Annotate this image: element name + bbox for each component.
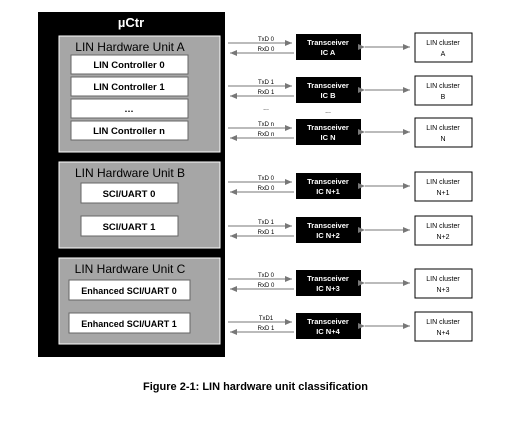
transceiver-line-2: IC B — [321, 91, 337, 100]
cluster-box — [414, 117, 473, 148]
rxd-label: RxD n — [258, 132, 275, 138]
unit-b-item-1 — [80, 215, 179, 237]
channel-ellipsis-left: ... — [263, 105, 269, 112]
mcu-title: µCtr — [118, 15, 144, 30]
transceiver-box — [296, 34, 361, 60]
transceiver-line-2: IC N — [321, 133, 336, 142]
rxd-label: RxD 0 — [258, 186, 275, 192]
rxd-label: RxD 1 — [258, 230, 275, 236]
cluster-line-2: N+3 — [436, 287, 449, 294]
txd-label: TxD 0 — [258, 273, 275, 279]
txd-label: TxD 0 — [258, 176, 275, 182]
cluster-line-2: B — [441, 94, 446, 101]
transceiver-box — [296, 313, 361, 339]
unit-a-title: LIN Hardware Unit A — [75, 40, 184, 54]
transceiver-box — [296, 173, 361, 199]
transceiver-line-1: Transceiver — [307, 177, 349, 186]
txd-label: TxD n — [258, 122, 274, 128]
channel-ellipsis-right: ... — [325, 108, 331, 115]
channel-row-5: TxD 0 RxD 0 Transceiver IC N+3 LIN clust… — [228, 268, 473, 299]
channel-row-2: TxD n RxD n Transceiver IC N LIN cluster… — [228, 117, 473, 148]
unit-a-item-2 — [70, 98, 189, 119]
cluster-box — [414, 75, 473, 106]
rxd-label: RxD 0 — [258, 283, 275, 289]
channel-row-1: TxD 1 RxD 1 Transceiver IC B LIN cluster… — [228, 75, 473, 106]
transceiver-line-2: IC N+4 — [316, 327, 340, 336]
rxd-label: RxD 0 — [258, 47, 275, 53]
txd-label: TxD 1 — [258, 80, 275, 86]
cluster-line-2: N+2 — [436, 234, 449, 241]
channel-row-4: TxD 1 RxD 1 Transceiver IC N+2 LIN clust… — [228, 215, 473, 246]
transceiver-line-1: Transceiver — [307, 274, 349, 283]
unit-a-item-2-label: … — [124, 104, 134, 115]
unit-a-item-1-label: LIN Controller 1 — [93, 82, 165, 93]
cluster-box — [414, 268, 473, 299]
cluster-line-1: LIN cluster — [426, 125, 460, 132]
cluster-line-1: LIN cluster — [426, 179, 460, 186]
transceiver-line-1: Transceiver — [307, 123, 349, 132]
unit-a-item-3 — [70, 120, 189, 141]
cluster-box — [414, 215, 473, 246]
unit-c-title: LIN Hardware Unit C — [75, 262, 186, 276]
txd-label: TxD 1 — [258, 220, 275, 226]
hardware-unit-b: LIN Hardware Unit B SCI/UART 0 SCI/UART … — [58, 161, 221, 249]
transceiver-line-2: IC A — [321, 48, 336, 57]
unit-c-item-0 — [68, 279, 191, 301]
channel-row-0: TxD 0 RxD 0 Transceiver IC A LIN cluster… — [228, 32, 473, 63]
cluster-line-1: LIN cluster — [426, 276, 460, 283]
txd-label: TxD 0 — [258, 37, 275, 43]
unit-a-item-0-label: LIN Controller 0 — [93, 60, 164, 71]
transceiver-line-1: Transceiver — [307, 38, 349, 47]
unit-a-item-0 — [70, 54, 189, 75]
cluster-line-1: LIN cluster — [426, 223, 460, 230]
channel-row-3: TxD 0 RxD 0 Transceiver IC N+1 LIN clust… — [228, 171, 473, 202]
transceiver-box — [296, 77, 361, 103]
transceiver-line-2: IC N+3 — [316, 284, 340, 293]
unit-c-item-1-label: Enhanced SCI/UART 1 — [81, 319, 177, 329]
cluster-line-1: LIN cluster — [426, 40, 460, 47]
unit-c-item-0-label: Enhanced SCI/UART 0 — [81, 286, 177, 296]
unit-a-item-3-label: LIN Controller n — [93, 126, 165, 137]
txd-label: TxD1 — [259, 316, 274, 322]
cluster-box — [414, 311, 473, 342]
unit-b-item-0 — [80, 182, 179, 204]
transceiver-line-2: IC N+1 — [316, 187, 340, 196]
transceiver-box — [296, 217, 361, 243]
cluster-line-2: N+1 — [436, 190, 449, 197]
transceiver-box — [296, 119, 361, 145]
cluster-line-2: A — [441, 51, 446, 58]
unit-c-item-1 — [68, 312, 191, 334]
rxd-label: RxD 1 — [258, 326, 275, 332]
hardware-unit-c: LIN Hardware Unit C Enhanced SCI/UART 0 … — [58, 257, 221, 345]
channel-row-6: TxD1 RxD 1 Transceiver IC N+4 LIN cluste… — [228, 311, 473, 342]
unit-b-title: LIN Hardware Unit B — [75, 166, 185, 180]
transceiver-line-1: Transceiver — [307, 221, 349, 230]
transceiver-line-2: IC N+2 — [316, 231, 340, 240]
cluster-line-2: N — [440, 136, 445, 143]
transceiver-box — [296, 270, 361, 296]
hardware-unit-a: LIN Hardware Unit A LIN Controller 0 LIN… — [58, 35, 221, 153]
figure-caption: Figure 2-1: LIN hardware unit classifica… — [143, 381, 368, 393]
cluster-line-1: LIN cluster — [426, 319, 460, 326]
rxd-label: RxD 1 — [258, 90, 275, 96]
cluster-box — [414, 171, 473, 202]
transceiver-line-1: Transceiver — [307, 81, 349, 90]
unit-b-item-0-label: SCI/UART 0 — [103, 189, 156, 200]
cluster-box — [414, 32, 473, 63]
cluster-line-2: N+4 — [436, 330, 449, 337]
transceiver-line-1: Transceiver — [307, 317, 349, 326]
cluster-line-1: LIN cluster — [426, 83, 460, 90]
unit-a-item-1 — [70, 76, 189, 97]
unit-b-item-1-label: SCI/UART 1 — [103, 222, 157, 233]
